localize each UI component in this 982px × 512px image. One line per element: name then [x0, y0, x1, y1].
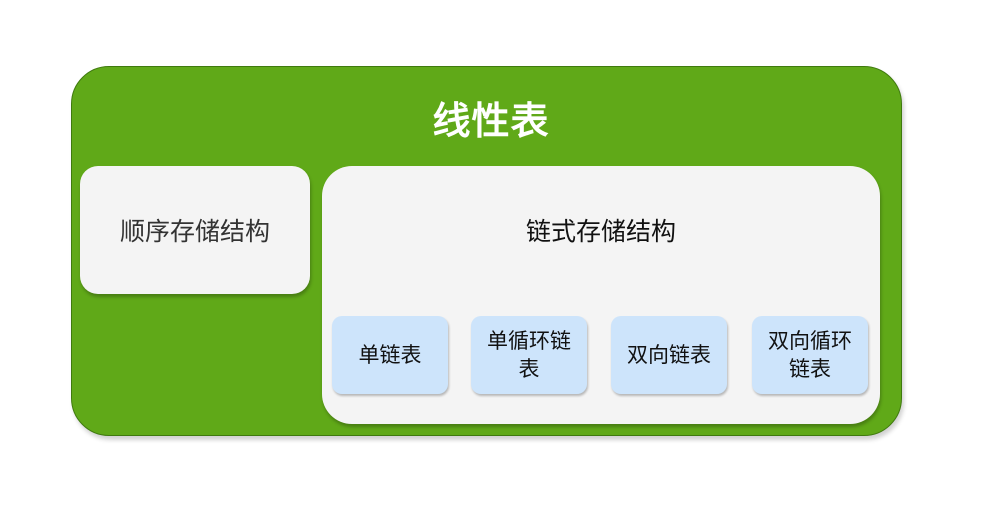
linked-storage-box: 链式存储结构 单链表 单循环链表 双向链表 双向循环链表 [322, 166, 880, 424]
item-label: 双向链表 [627, 343, 711, 367]
sequential-storage-box: 顺序存储结构 [80, 166, 310, 294]
item-label: 双向循环链表 [768, 329, 852, 381]
sequential-storage-label: 顺序存储结构 [119, 217, 270, 246]
singly-linked-list-box: 单链表 [332, 316, 448, 394]
item-label: 单循环链表 [487, 329, 571, 381]
item-label: 单链表 [358, 343, 422, 367]
doubly-linked-list-box: 双向链表 [611, 316, 727, 394]
diagram-title: 线性表 [432, 99, 550, 143]
singly-circular-linked-list-box: 单循环链表 [471, 316, 587, 394]
doubly-circular-linked-list-box: 双向循环链表 [752, 316, 868, 394]
linked-storage-label: 链式存储结构 [525, 217, 676, 246]
